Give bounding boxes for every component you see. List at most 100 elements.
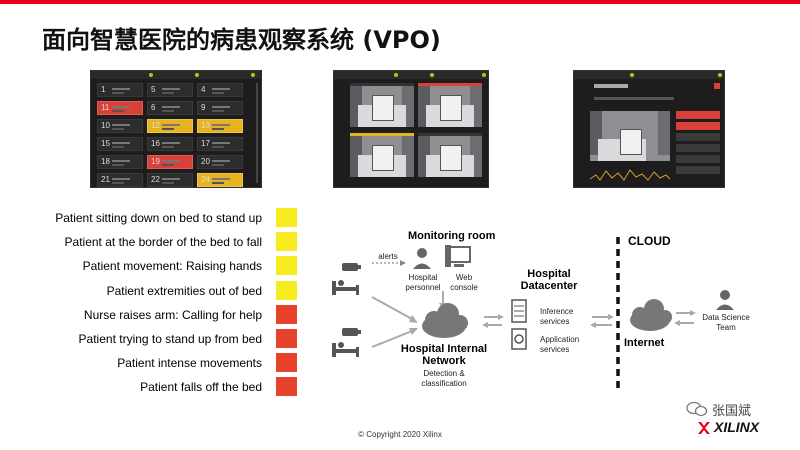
event-label: Patient intense movements [117,356,262,371]
activity-chart [590,169,670,181]
room-tile[interactable]: 11 [97,101,143,115]
inference-services-label: Inference services [540,307,574,326]
room-grid-row: 15 16 17 [97,137,247,151]
event-item-red-1 [676,111,720,119]
room-tile[interactable]: 22 [147,173,193,187]
event-label: Patient movement: Raising hands [82,259,262,274]
room-number: 1 [101,85,106,94]
room-tile[interactable]: 20 [197,155,243,169]
grid-scrollbar [256,83,258,183]
cloud-label: CLOUD [628,234,671,248]
room-grid-row: 10 12 13 [97,119,247,133]
event-label: Patient trying to stand up from bed [78,332,262,346]
camera-feed-3 [350,133,414,177]
watermark-text: 张国斌 [712,404,752,419]
room-tile[interactable]: 21 [97,173,143,187]
camera-wall-screenshot [333,70,489,188]
room-grid-row: 18 19 20 [97,155,247,169]
room-tile[interactable]: 19 [147,155,193,169]
severity-red-marker [276,353,297,373]
data-science-team-label: Data Science Team [702,313,750,332]
room-number: 19 [151,157,160,166]
internet-label: Internet [624,337,665,349]
room-tile[interactable]: 17 [197,137,243,151]
hospital-datacenter-label: Hospital Datacenter [520,268,578,292]
camera-feed-4 [418,133,482,177]
hospital-internal-network-label: Hospital Internal Network [400,343,488,367]
event-label: Nurse raises arm: Calling for help [83,307,262,322]
xilinx-brand: XILINX [714,419,760,435]
application-services-label: Application services [540,335,580,354]
dashboard-grid-screenshot: 1541169101213151617181920212224252627 [90,70,262,188]
room-tile[interactable]: 5 [147,83,193,97]
event-label: Patient falls off the bed [140,380,262,395]
room-tile[interactable]: 16 [147,137,193,151]
room-tile[interactable]: 18 [97,155,143,169]
wechat-icon [686,401,708,417]
room-number: 22 [151,175,160,184]
camera-topbar [334,71,488,79]
room-number: 5 [151,85,156,94]
room-number: 18 [101,157,110,166]
bed-icon [332,280,359,295]
cloud-icon [630,299,672,331]
hospital-personnel-label: Hospital personnel [405,273,441,292]
architecture-diagram [332,237,734,390]
detail-topbar [574,71,724,79]
room-number: 11 [101,103,110,112]
person-icon [716,290,734,310]
copyright-text: © Copyright 2020 Xilinx [358,430,442,439]
room-tile[interactable]: 1 [97,83,143,97]
room-title-placeholder [594,84,628,88]
severity-red-marker [276,329,297,348]
room-number: 12 [151,121,160,130]
camera-feed-2 [418,83,482,127]
room-number: 16 [151,139,160,148]
room-number: 10 [101,121,110,130]
web-console-label: Web console [450,273,478,292]
room-camera-feed [590,111,670,161]
room-grid-row: 21 22 24 [97,173,247,187]
room-detail-screenshot [573,70,725,188]
room-number: 17 [201,139,210,148]
room-tile[interactable]: 6 [147,101,193,115]
severity-yellow-marker [276,280,297,300]
event-label: Patient at the border of the bed to fall [64,235,262,250]
cloud-icon [422,303,468,338]
room-tile[interactable]: 12 [147,119,193,133]
event-label: Patient sitting down on bed to stand up [55,211,262,225]
severity-red-marker [276,377,297,397]
severity-yellow-marker [276,232,297,252]
room-tile[interactable]: 9 [197,101,243,115]
room-tile[interactable]: 10 [97,119,143,133]
camera-icon [342,328,361,336]
room-grid-row: 1 5 4 [97,83,247,97]
bed-icon [332,342,359,357]
room-tile[interactable]: 15 [97,137,143,151]
event-label: Patient extremities out of bed [106,283,262,298]
room-tile[interactable]: 24 [197,173,243,187]
dashboard-topbar [91,71,261,79]
server-icon [511,328,527,350]
room-number: 13 [201,121,210,130]
room-number: 21 [101,175,110,184]
monitoring-room-label: Monitoring room [408,230,496,242]
severity-red-marker [276,304,297,324]
camera-icon [342,263,361,271]
detection-label: Detection & classification [421,369,467,388]
room-number: 4 [201,85,206,94]
monitor-icon [445,245,471,267]
slide-title: 面向智慧医院的病患观察系统 (VPO) [42,26,441,54]
room-number: 15 [101,139,110,148]
camera-feed-1 [350,83,414,127]
xilinx-logo-icon [698,422,710,434]
room-number: 24 [201,175,210,184]
server-icon [511,299,527,323]
event-item-red-2 [676,122,720,130]
room-tile[interactable]: 4 [197,83,243,97]
top-accent-bar [0,0,800,4]
room-tile[interactable]: 13 [197,119,243,133]
room-number: 20 [201,157,210,166]
room-number: 9 [201,103,206,112]
